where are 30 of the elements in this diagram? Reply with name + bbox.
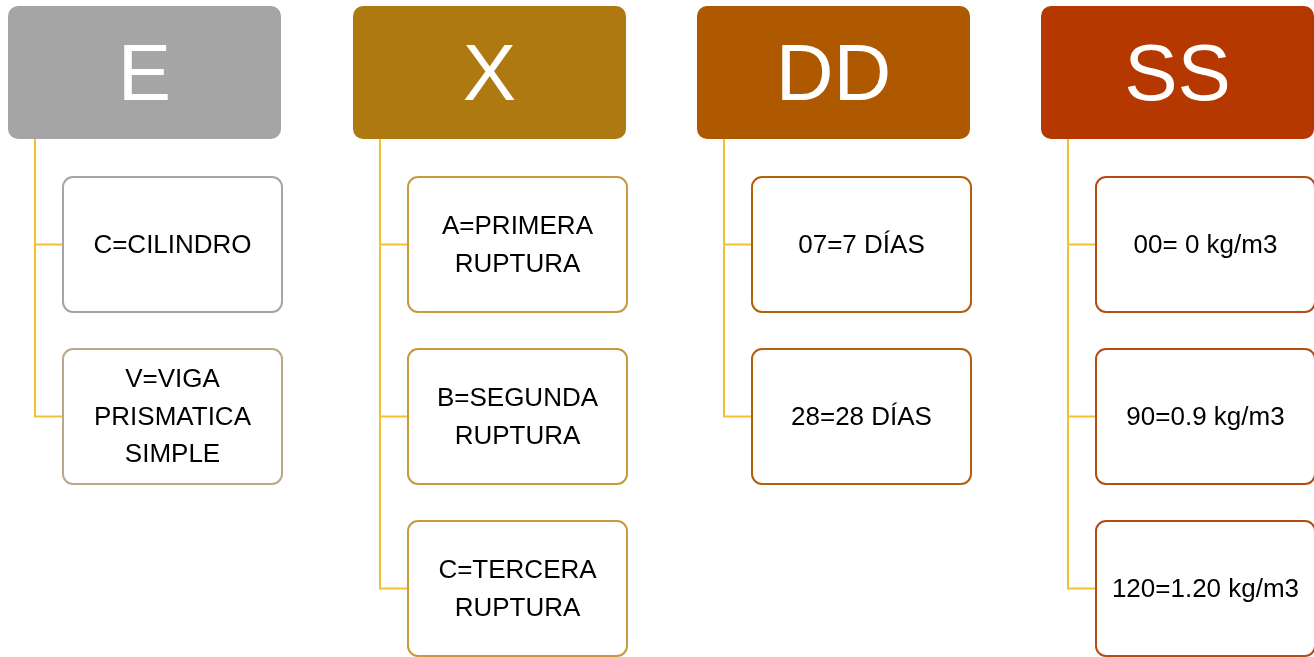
header-box [1041, 6, 1314, 139]
item-box [62, 176, 283, 313]
header-box [697, 6, 970, 139]
box-text: C=TERCERA RUPTURA [437, 552, 598, 624]
item-box [1095, 176, 1314, 313]
box-text: C=CILINDRO [93, 227, 252, 261]
item-box [407, 348, 628, 485]
item-box [751, 348, 972, 485]
box-text: 07=7 DÍAS [798, 227, 925, 261]
box-text: SS [1124, 26, 1231, 119]
box-text: DD [775, 26, 892, 119]
box-text: X [462, 26, 517, 119]
item-box [62, 348, 283, 485]
item-box [1095, 348, 1314, 485]
item-box [1095, 520, 1314, 657]
box-text: 00= 0 kg/m3 [1133, 227, 1278, 261]
box-text: A=PRIMERA RUPTURA [441, 208, 594, 280]
box-text: 90=0.9 kg/m3 [1126, 399, 1285, 433]
item-box [407, 176, 628, 313]
header-box [8, 6, 281, 139]
connector-line [723, 138, 752, 418]
box-text: E [117, 26, 172, 119]
connector-line [34, 138, 63, 418]
item-box [407, 520, 628, 657]
box-text: 120=1.20 kg/m3 [1111, 571, 1300, 605]
box-text: B=SEGUNDA RUPTURA [435, 380, 600, 452]
box-text: 28=28 DÍAS [791, 399, 932, 433]
box-text: V=VIGA PRISMATICA SIMPLE [93, 361, 252, 471]
item-box [751, 176, 972, 313]
header-box [353, 6, 626, 139]
